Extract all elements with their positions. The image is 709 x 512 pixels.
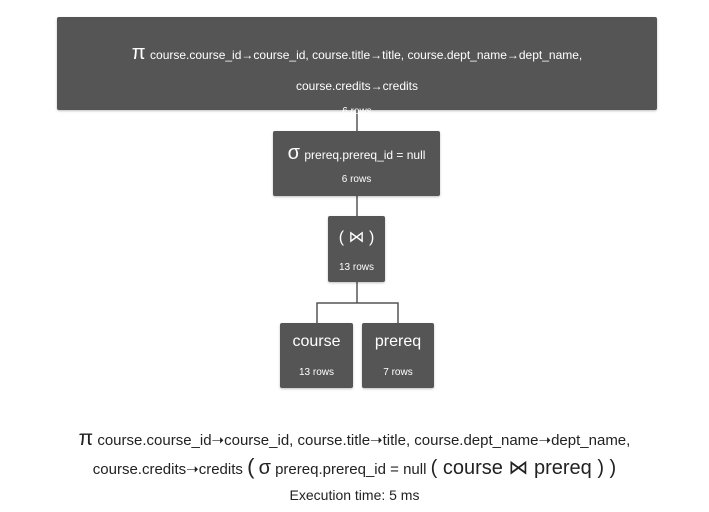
edge-split-children xyxy=(316,302,399,323)
prereq-relation-name: prereq xyxy=(374,333,422,350)
projection-row-count: 6 rows xyxy=(342,106,372,117)
projection-list-line2: course.credits→credits xyxy=(295,79,419,93)
projection-list-line1: course.course_id→course_id, course.title… xyxy=(150,48,583,62)
course-relation-name: course xyxy=(292,333,341,350)
join-row-count: 13 rows xyxy=(338,262,374,273)
course-relation-node[interactable]: course 13 rows xyxy=(280,323,353,388)
selection-condition: prereq.prereq_id = null xyxy=(304,148,426,162)
course-row-count: 13 rows xyxy=(298,367,334,378)
prereq-relation-node[interactable]: prereq 7 rows xyxy=(362,323,434,388)
expr-pi-symbol: π xyxy=(78,427,94,450)
selection-node[interactable]: σ prereq.prereq_id = null 6 rows xyxy=(273,131,440,196)
relational-algebra-expression[interactable]: π course.course_id➝course_id, course.tit… xyxy=(0,426,709,483)
join-node[interactable]: ( ⋈ ) 13 rows xyxy=(328,216,385,282)
expr-projection-list-1: course.course_id➝course_id, course.title… xyxy=(97,432,631,449)
sigma-symbol: σ xyxy=(287,142,300,164)
expr-condition: prereq.prereq_id = null xyxy=(275,461,427,478)
expr-open-paren: ( xyxy=(247,454,255,479)
join-label: ( ⋈ ) xyxy=(338,229,375,246)
projection-node[interactable]: π course.course_id→course_id, course.tit… xyxy=(57,17,657,117)
pi-symbol: π xyxy=(131,42,146,64)
prereq-row-count: 7 rows xyxy=(383,367,413,378)
execution-time: Execution time: 5 ms xyxy=(289,487,420,503)
expr-projection-list-2: course.credits➝credits xyxy=(92,461,243,478)
expr-sigma-symbol: σ xyxy=(258,457,271,479)
selection-row-count: 6 rows xyxy=(341,174,372,185)
expr-join-expression: ( course ⋈ prereq ) ) xyxy=(430,457,617,479)
